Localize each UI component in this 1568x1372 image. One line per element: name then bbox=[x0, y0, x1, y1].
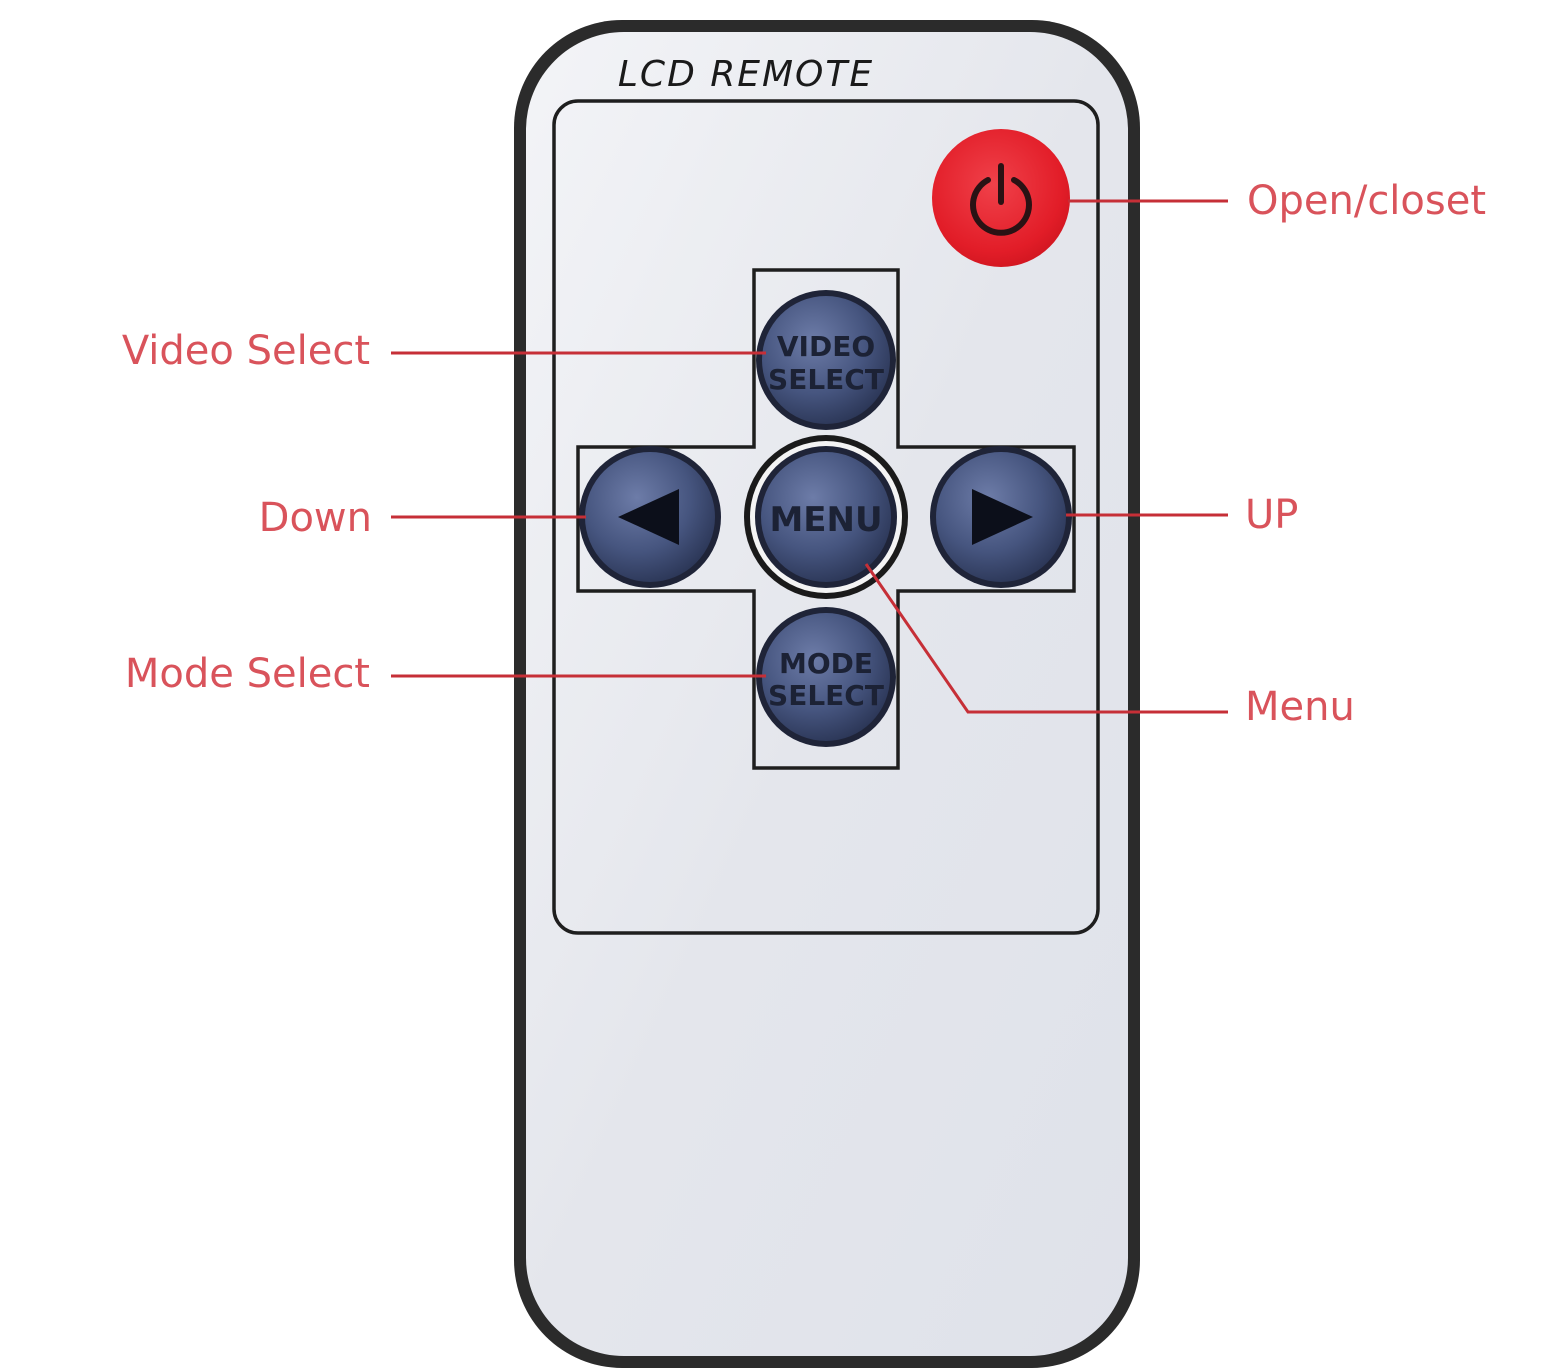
callout-open-close: Open/closet bbox=[1247, 178, 1486, 224]
callout-mode-select: Mode Select bbox=[125, 651, 370, 697]
power-button[interactable] bbox=[932, 129, 1070, 267]
callout-up: UP bbox=[1245, 492, 1298, 538]
leader-menu bbox=[864, 563, 1228, 714]
remote-title: LCD REMOTE bbox=[618, 54, 874, 95]
video-select-label-line1: VIDEO bbox=[777, 330, 875, 363]
mode-select-label-line1: MODE bbox=[779, 647, 873, 680]
menu-button[interactable]: MENU bbox=[744, 435, 908, 599]
video-select-label-line2: SELECT bbox=[768, 363, 884, 396]
video-select-button[interactable]: VIDEO SELECT bbox=[756, 290, 896, 430]
mode-select-label-line2: SELECT bbox=[768, 679, 884, 712]
leader-lines bbox=[391, 199, 1228, 714]
left-button[interactable] bbox=[579, 446, 721, 588]
dpad-outline bbox=[576, 268, 1076, 770]
callout-menu: Menu bbox=[1245, 684, 1355, 730]
power-icon bbox=[970, 163, 1032, 236]
mode-select-button[interactable]: MODE SELECT bbox=[756, 607, 896, 747]
triangle-left-icon bbox=[618, 489, 679, 545]
callout-labels: Open/closet Video Select Down UP Mode Se… bbox=[122, 178, 1486, 730]
right-button[interactable] bbox=[930, 446, 1072, 588]
callout-video-select: Video Select bbox=[122, 328, 370, 374]
menu-label: MENU bbox=[769, 500, 882, 540]
callout-down: Down bbox=[259, 495, 372, 541]
triangle-right-icon bbox=[972, 489, 1033, 545]
